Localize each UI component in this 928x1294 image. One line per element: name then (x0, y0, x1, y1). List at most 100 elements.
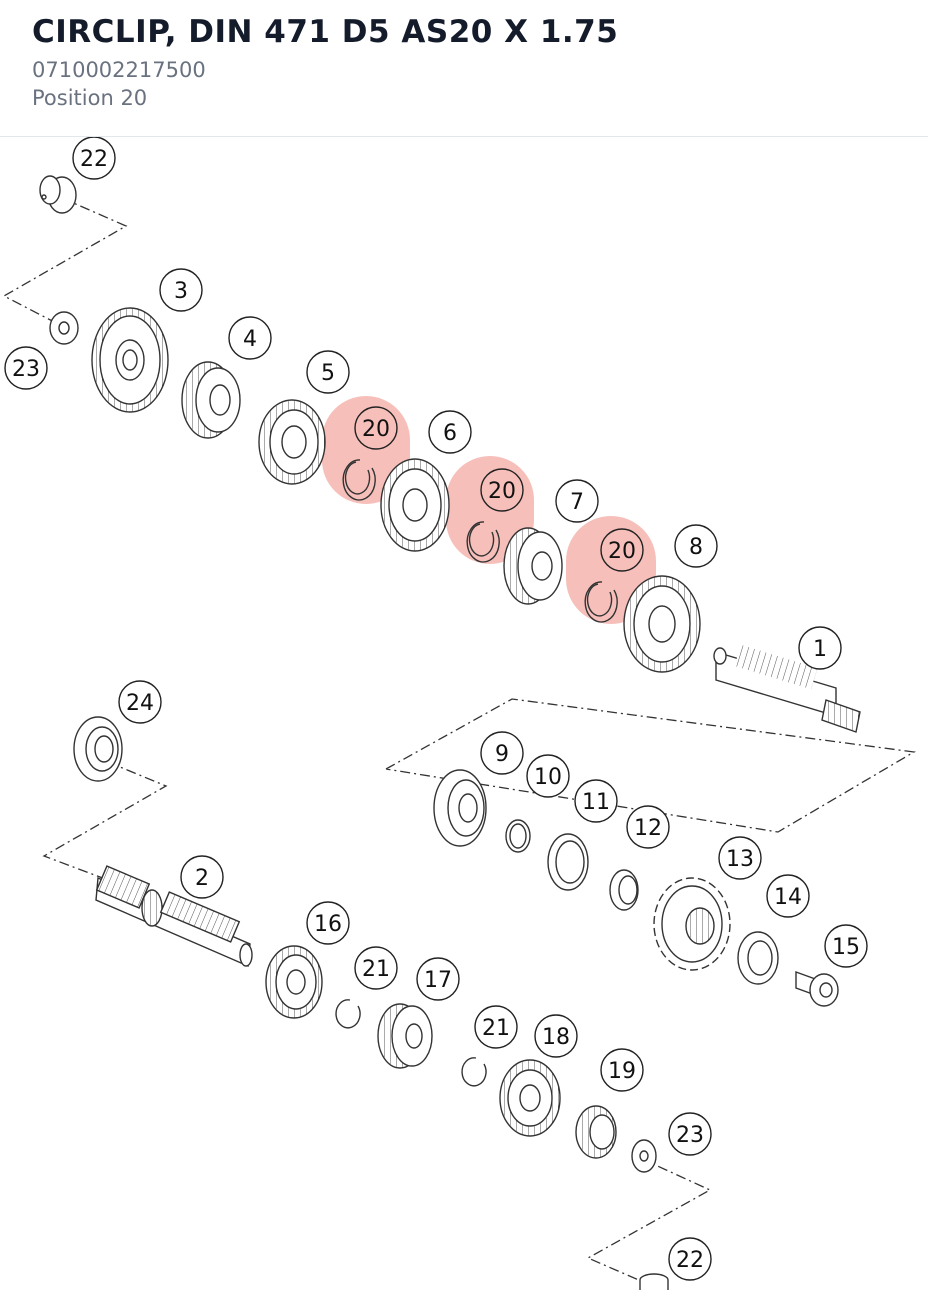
callout-14: 14 (766, 874, 810, 918)
callout-label: 15 (832, 935, 860, 960)
callout-circle (668, 1237, 712, 1281)
callout-circle (600, 528, 644, 572)
callout-label: 16 (314, 912, 342, 937)
callout-circle (555, 479, 599, 523)
assembly-lines (2, 197, 916, 1285)
callout-23: 23 (4, 346, 48, 390)
callout-label: 10 (534, 765, 562, 790)
callout-19: 19 (600, 1048, 644, 1092)
callout-circle (574, 779, 618, 823)
callout-label: 19 (608, 1059, 636, 1084)
circlip-icon[interactable] (584, 581, 618, 623)
callout-circle (474, 1005, 518, 1049)
position-label: Position 20 (32, 86, 148, 110)
callout-label: 13 (726, 847, 754, 872)
callout-circle (4, 346, 48, 390)
callout-circle (354, 946, 398, 990)
gear-6-icon (380, 458, 450, 552)
callout-22: 22 (72, 136, 116, 180)
callout-circle (306, 350, 350, 394)
ball-bearing-icon (433, 769, 487, 847)
callout-circle (526, 754, 570, 798)
callout-label: 9 (495, 742, 509, 767)
bushing-icon (609, 869, 639, 911)
needle-bearing-icon (639, 1273, 669, 1290)
callout-label: 4 (243, 327, 257, 352)
callout-label: 3 (174, 279, 188, 304)
callout-circle (428, 410, 472, 454)
callout-23: 23 (668, 1112, 712, 1156)
part-number: 0710002217500 (32, 58, 206, 82)
gear-3-icon (91, 307, 169, 413)
gear-5-icon (258, 399, 326, 485)
shaft-seal-icon (547, 833, 589, 891)
part-header: CIRCLIP, DIN 471 D5 AS20 X 1.75 07100022… (0, 0, 928, 137)
callout-circle (668, 1112, 712, 1156)
hex-bolt-icon (795, 971, 839, 1007)
callout-21: 21 (354, 946, 398, 990)
callout-circle (674, 524, 718, 568)
callout-20[interactable]: 20 (354, 406, 398, 450)
countershaft-icon (95, 865, 253, 968)
callout-circle (159, 268, 203, 312)
callout-label: 1 (813, 637, 827, 662)
callout-label: 2 (195, 866, 209, 891)
callout-7: 7 (555, 479, 599, 523)
callout-4: 4 (228, 316, 272, 360)
callout-label: 22 (676, 1248, 704, 1273)
callout-circle (416, 957, 460, 1001)
callout-label: 5 (321, 361, 335, 386)
circlip-icon[interactable] (466, 521, 500, 563)
callout-label: 20 (608, 539, 636, 564)
callout-label: 22 (80, 147, 108, 172)
callout-6: 6 (428, 410, 472, 454)
callout-24: 24 (118, 680, 162, 724)
callout-label: 21 (362, 957, 390, 982)
callout-circle (480, 468, 524, 512)
lower-shaft-parts (73, 716, 839, 1290)
callout-18: 18 (534, 1014, 578, 1058)
gear-17-icon (377, 1003, 433, 1069)
callout-20[interactable]: 20 (480, 468, 524, 512)
callout-label: 20 (488, 479, 516, 504)
callout-1: 1 (798, 626, 842, 670)
callout-label: 21 (482, 1016, 510, 1041)
circlip-icon (335, 999, 361, 1029)
part-title: CIRCLIP, DIN 471 D5 AS20 X 1.75 (32, 14, 619, 50)
callout-circle (480, 731, 524, 775)
upper-shaft-parts (39, 175, 861, 733)
callout-8: 8 (674, 524, 718, 568)
callout-9: 9 (480, 731, 524, 775)
callout-circle (534, 1014, 578, 1058)
sprocket-icon (653, 877, 731, 971)
gear-8-icon (623, 575, 701, 673)
spacer-ring-icon (505, 819, 531, 853)
callout-13: 13 (718, 836, 762, 880)
callout-3: 3 (159, 268, 203, 312)
callout-label: 7 (570, 490, 584, 515)
callout-label: 17 (424, 968, 452, 993)
callout-20[interactable]: 20 (600, 528, 644, 572)
callout-circle (766, 874, 810, 918)
callout-circle (718, 836, 762, 880)
circlip-icon[interactable] (342, 459, 376, 501)
callout-label: 8 (689, 535, 703, 560)
callout-2: 2 (180, 855, 224, 899)
gear-18-icon (499, 1059, 561, 1137)
needle-bearing-icon (39, 175, 77, 214)
callout-label: 23 (12, 357, 40, 382)
callout-label: 6 (443, 421, 457, 446)
callout-5: 5 (306, 350, 350, 394)
lock-washer-icon (737, 931, 779, 985)
gear-4-icon (181, 361, 241, 439)
callout-circle (798, 626, 842, 670)
ball-bearing-icon (73, 716, 123, 782)
callout-circle (180, 855, 224, 899)
callout-label: 18 (542, 1025, 570, 1050)
gear-19-icon (575, 1105, 617, 1159)
callout-circle (72, 136, 116, 180)
callout-17: 17 (416, 957, 460, 1001)
main-shaft-icon (713, 644, 861, 733)
